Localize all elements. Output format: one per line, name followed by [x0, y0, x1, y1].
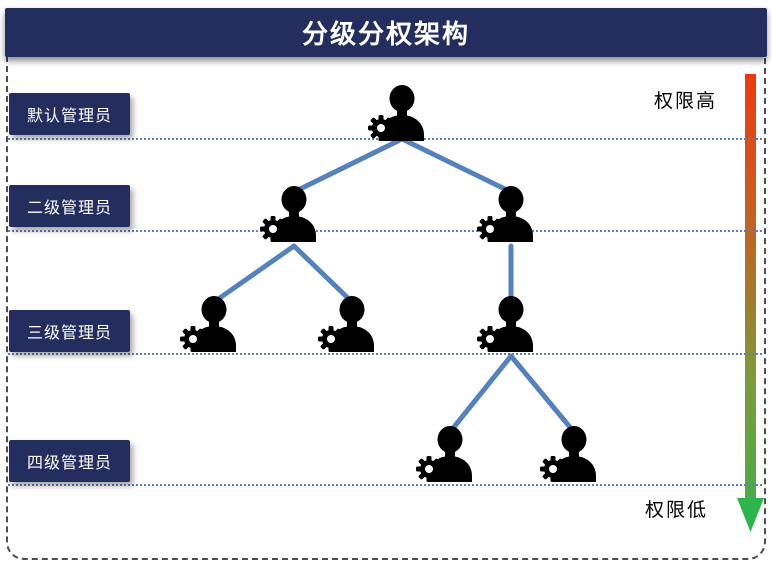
connector-l2a-l3a [211, 243, 297, 305]
authority-high-label: 权限高 [654, 91, 718, 112]
connector-root-l2b [399, 136, 514, 195]
connector-l3c-l4a [447, 353, 514, 435]
authority-gradient-arrow [737, 74, 764, 532]
connector-root-l2a [291, 136, 405, 195]
admin-node-l3b [318, 296, 374, 352]
gradient-arrow-head [737, 498, 764, 532]
level-label-text: 二级管理员 [26, 200, 112, 217]
level-separator-2 [8, 230, 762, 232]
gear-icon [416, 456, 442, 482]
gear-icon [318, 326, 344, 352]
level-separator-3 [8, 353, 762, 355]
admin-node-l3c [477, 296, 533, 352]
authority-low-label: 权限低 [645, 500, 709, 521]
gear-icon [260, 216, 286, 242]
admin-node-l2a [260, 186, 316, 242]
level-label-text: 默认管理员 [26, 108, 112, 125]
gradient-arrow-shaft [745, 74, 756, 500]
level-separator-4 [8, 484, 762, 486]
level-label-second-admin: 二级管理员 [9, 185, 130, 227]
gear-icon [180, 326, 206, 352]
admin-node-l3a [180, 296, 236, 352]
level-label-fourth-admin: 四级管理员 [9, 440, 130, 482]
page-title: 分级分权架构 [301, 19, 470, 49]
level-label-default-admin: 默认管理员 [9, 93, 130, 135]
gear-icon [477, 326, 503, 352]
admin-node-l2b [477, 186, 533, 242]
admin-node-l4a [416, 426, 472, 482]
level-label-text: 四级管理员 [26, 455, 112, 472]
admin-node-root [368, 85, 424, 141]
connector-l3c-l4b [508, 353, 577, 435]
gear-icon [540, 456, 566, 482]
level-label-text: 三级管理员 [26, 325, 112, 342]
connector-l2a-l3b [291, 243, 355, 305]
gear-icon [368, 115, 394, 141]
admin-node-l4b [540, 426, 596, 482]
level-label-third-admin: 三级管理员 [9, 310, 130, 352]
gear-icon [477, 216, 503, 242]
title-bar: 分级分权架构 [5, 8, 767, 57]
